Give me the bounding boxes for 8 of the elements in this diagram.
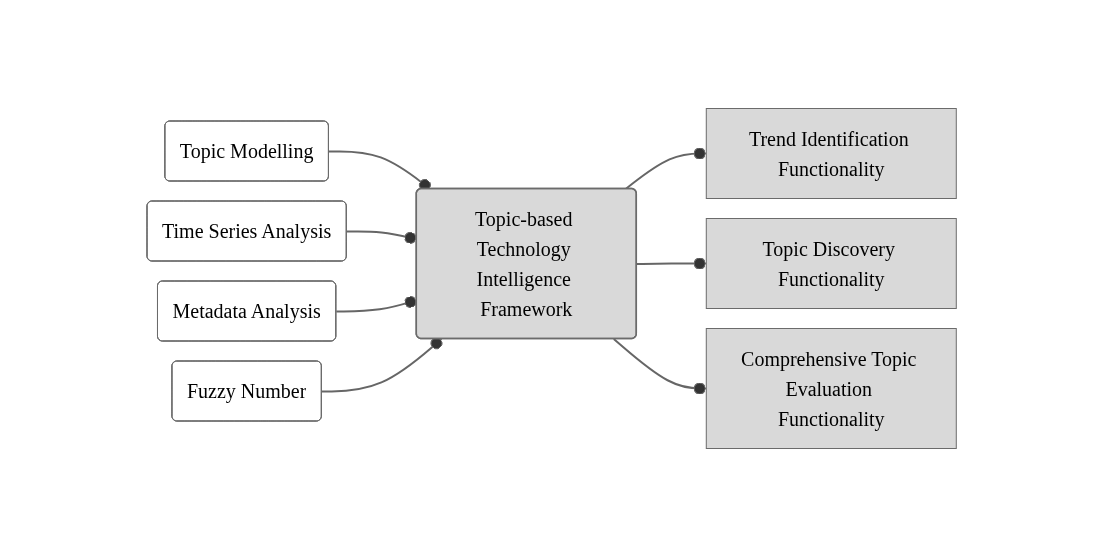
node-box: Comprehensive Topic Evaluation Functionality [706, 328, 958, 449]
node-box: Trend Identification Functionality [706, 108, 958, 199]
connector [321, 337, 443, 393]
connector [625, 147, 708, 190]
node-box: Topic Discovery Functionality [706, 218, 958, 309]
connector [328, 150, 432, 191]
connector [636, 257, 708, 270]
connector [613, 338, 708, 395]
